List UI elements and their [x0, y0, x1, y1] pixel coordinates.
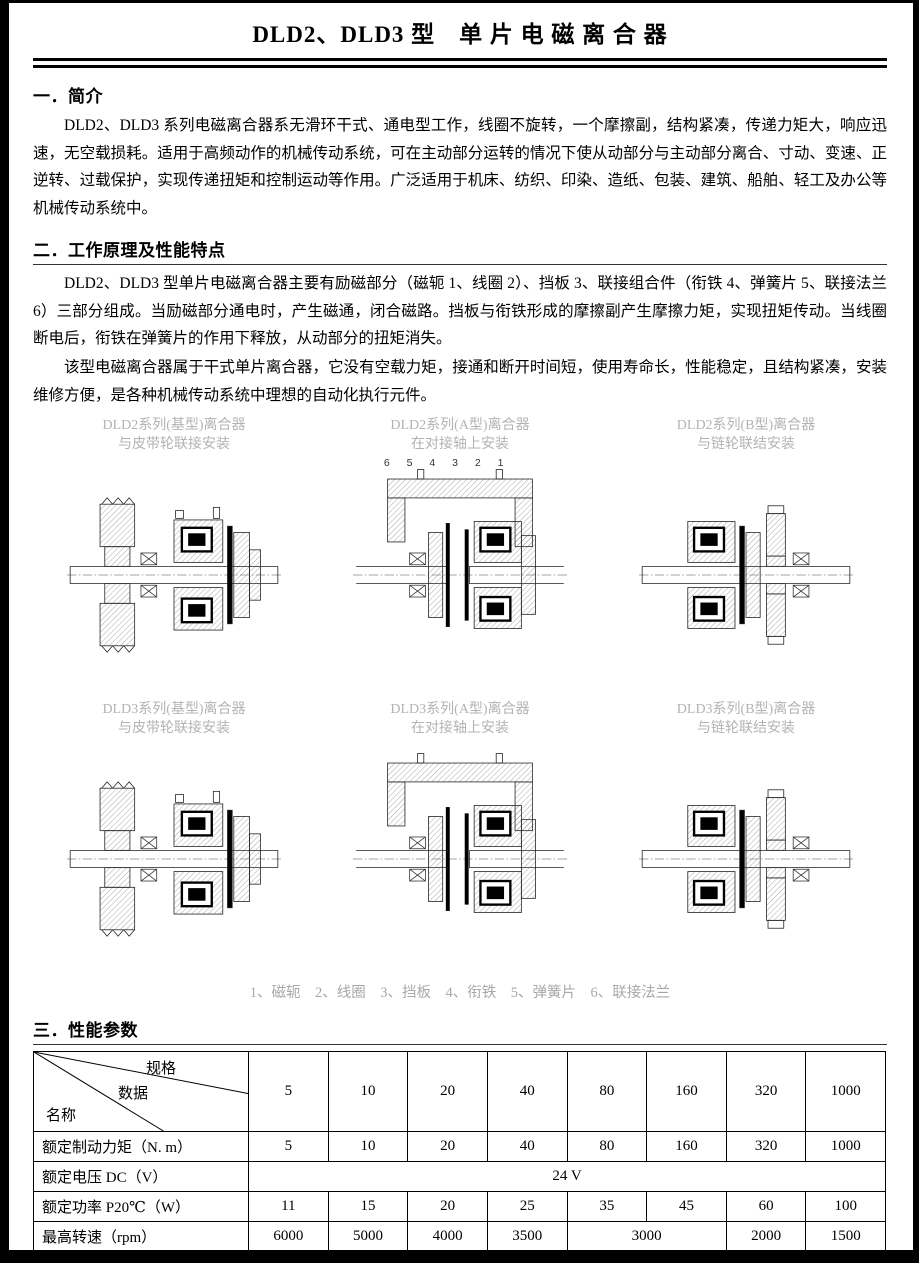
speed-value: 6000 [248, 1220, 329, 1250]
figure-caption-line2: 与皮带轮联接安装 [118, 720, 230, 736]
figure-dld3-a-type: DLD3系列(A型)离合器 在对接轴上安装 [319, 701, 601, 977]
spec-column-header: 20 [407, 1050, 488, 1132]
figure-caption-line1: DLD3系列(A型)离合器 [390, 701, 530, 717]
section-2-heading: 二．工作原理及性能特点 [33, 241, 226, 261]
clutch-cross-section-drawing [605, 457, 887, 693]
figure-grid-row-2: DLD3系列(基型)离合器 与皮带轮联接安装 DLD3系列(A型)离合器 在对接… [33, 701, 887, 977]
row-label-power: 额定功率 P20℃（W） [33, 1190, 249, 1222]
power-value: 25 [486, 1190, 568, 1222]
voltage-value: 24 V [248, 1160, 886, 1192]
torque-value: 80 [566, 1130, 648, 1162]
torque-value: 160 [646, 1130, 727, 1162]
figure-caption: DLD3系列(B型)离合器 与链轮联结安装 [605, 701, 887, 739]
section-1-paragraph: DLD2、DLD3 系列电磁离合器系无滑环干式、通电型工作，线圈不旋转，一个摩擦… [33, 117, 887, 217]
clutch-cross-section-drawing [319, 457, 601, 693]
figure-caption-line1: DLD2系列(B型)离合器 [676, 418, 816, 434]
corner-label-spec: 规格 [146, 1060, 177, 1077]
page-title: DLD2、DLD3 型 单 片 电 磁 离 合 器 [252, 22, 668, 47]
table-corner-cell: 规格 数据 名称 [33, 1050, 249, 1132]
spec-column-header: 160 [646, 1050, 727, 1132]
figure-grid-row-1: DLD2系列(基型)离合器 与皮带轮联接安装 DLD2系列(A型)离合器 在对接… [33, 417, 887, 693]
figure-caption-line2: 与链轮联结安装 [697, 437, 795, 453]
diagonal-divider-lines [34, 1051, 248, 1131]
figure-dld2-basic: DLD2系列(基型)离合器 与皮带轮联接安装 [33, 417, 315, 693]
figure-dld3-b-type: DLD3系列(B型)离合器 与链轮联结安装 [605, 701, 887, 977]
figure-caption-line1: DLD2系列(A型)离合器 [390, 418, 530, 434]
spec-column-header: 40 [486, 1050, 568, 1132]
speed-value: 4000 [407, 1220, 488, 1250]
figure-dld2-a-type: DLD2系列(A型)离合器 在对接轴上安装 6 5 4 3 2 1 [319, 417, 601, 693]
spec-column-header: 5 [248, 1050, 329, 1132]
torque-value: 320 [725, 1130, 807, 1162]
part-callout-numbers: 6 5 4 3 2 1 [383, 457, 511, 470]
speed-value: 1500 [805, 1220, 886, 1250]
table-row-speed: 最高转速（rpm） 6000 5000 4000 3500 3000 2000 … [33, 1220, 886, 1250]
power-value: 35 [566, 1190, 648, 1222]
figure-caption: DLD3系列(A型)离合器 在对接轴上安装 [319, 701, 601, 739]
spec-column-header: 80 [566, 1050, 648, 1132]
clutch-cross-section-drawing [33, 457, 315, 693]
speed-value: 3500 [486, 1220, 568, 1250]
clutch-cross-section-drawing [605, 741, 887, 977]
corner-label-data: 数据 [118, 1085, 149, 1102]
power-value: 45 [646, 1190, 727, 1222]
power-value: 11 [248, 1190, 329, 1222]
figure-parts-legend: 1、磁轭 2、线圈 3、挡板 4、衔铁 5、弹簧片 6、联接法兰 [249, 984, 671, 1001]
row-label-torque: 额定制动力矩（N. m） [33, 1130, 249, 1162]
performance-parameters-table: 规格 数据 名称 5 10 20 40 80 160 320 1000 额定制动… [33, 1050, 886, 1250]
table-row-voltage: 额定电压 DC（V） 24 V [33, 1160, 886, 1192]
section-2-paragraph-1: DLD2、DLD3 型单片电磁离合器主要有励磁部分（磁轭 1、线圈 2）、挡板 … [33, 275, 887, 348]
figure-caption: DLD2系列(基型)离合器 与皮带轮联接安装 [33, 417, 315, 455]
section-2-paragraph-2: 该型电磁离合器属于干式单片离合器，它没有空载力矩，接通和断开时间短，使用寿命长，… [33, 359, 887, 404]
torque-value: 5 [248, 1130, 329, 1162]
speed-value: 2000 [725, 1220, 807, 1250]
figure-caption: DLD2系列(B型)离合器 与链轮联结安装 [605, 417, 887, 455]
figure-caption-line1: DLD3系列(B型)离合器 [676, 701, 816, 717]
torque-value: 40 [486, 1130, 568, 1162]
torque-value: 20 [407, 1130, 488, 1162]
torque-value: 1000 [805, 1130, 886, 1162]
row-label-voltage: 额定电压 DC（V） [33, 1160, 249, 1192]
clutch-cross-section-drawing [33, 741, 315, 977]
power-value: 100 [805, 1190, 886, 1222]
figure-caption-line1: DLD2系列(基型)离合器 [102, 418, 246, 434]
figure-dld2-b-type: DLD2系列(B型)离合器 与链轮联结安装 [605, 417, 887, 693]
figure-caption: DLD2系列(A型)离合器 在对接轴上安装 [319, 417, 601, 455]
figure-caption-line2: 与链轮联结安装 [697, 720, 795, 736]
table-row-torque: 额定制动力矩（N. m） 5 10 20 40 80 160 320 1000 [33, 1130, 886, 1162]
figure-caption-line2: 在对接轴上安装 [411, 720, 509, 736]
figure-caption-line2: 在对接轴上安装 [411, 437, 509, 453]
section-3-heading: 三．性能参数 [33, 1020, 138, 1040]
power-value: 15 [327, 1190, 409, 1222]
power-value: 60 [725, 1190, 807, 1222]
figure-caption-line1: DLD3系列(基型)离合器 [102, 701, 246, 717]
spec-column-header: 1000 [805, 1050, 886, 1132]
document-page: DLD2、DLD3 型 单 片 电 磁 离 合 器 一．简介 DLD2、DLD3… [9, 3, 913, 1250]
torque-value: 10 [327, 1130, 409, 1162]
section-3-rule [33, 1043, 887, 1045]
corner-label-name: 名称 [46, 1107, 77, 1124]
figure-caption-line2: 与皮带轮联接安装 [118, 437, 230, 453]
table-header-row: 规格 数据 名称 5 10 20 40 80 160 320 1000 [33, 1050, 886, 1132]
clutch-cross-section-drawing [319, 741, 601, 977]
spec-column-header: 320 [725, 1050, 807, 1132]
speed-value: 3000 [566, 1220, 727, 1250]
figure-dld3-basic: DLD3系列(基型)离合器 与皮带轮联接安装 [33, 701, 315, 977]
speed-value: 5000 [327, 1220, 409, 1250]
title-double-rule [33, 58, 887, 68]
figure-caption: DLD3系列(基型)离合器 与皮带轮联接安装 [33, 701, 315, 739]
row-label-speed: 最高转速（rpm） [33, 1220, 249, 1250]
spec-column-header: 10 [327, 1050, 409, 1132]
power-value: 20 [407, 1190, 488, 1222]
table-row-power: 额定功率 P20℃（W） 11 15 20 25 35 45 60 100 [33, 1190, 886, 1222]
section-2-rule [33, 264, 887, 266]
section-1-heading: 一．简介 [33, 87, 103, 106]
